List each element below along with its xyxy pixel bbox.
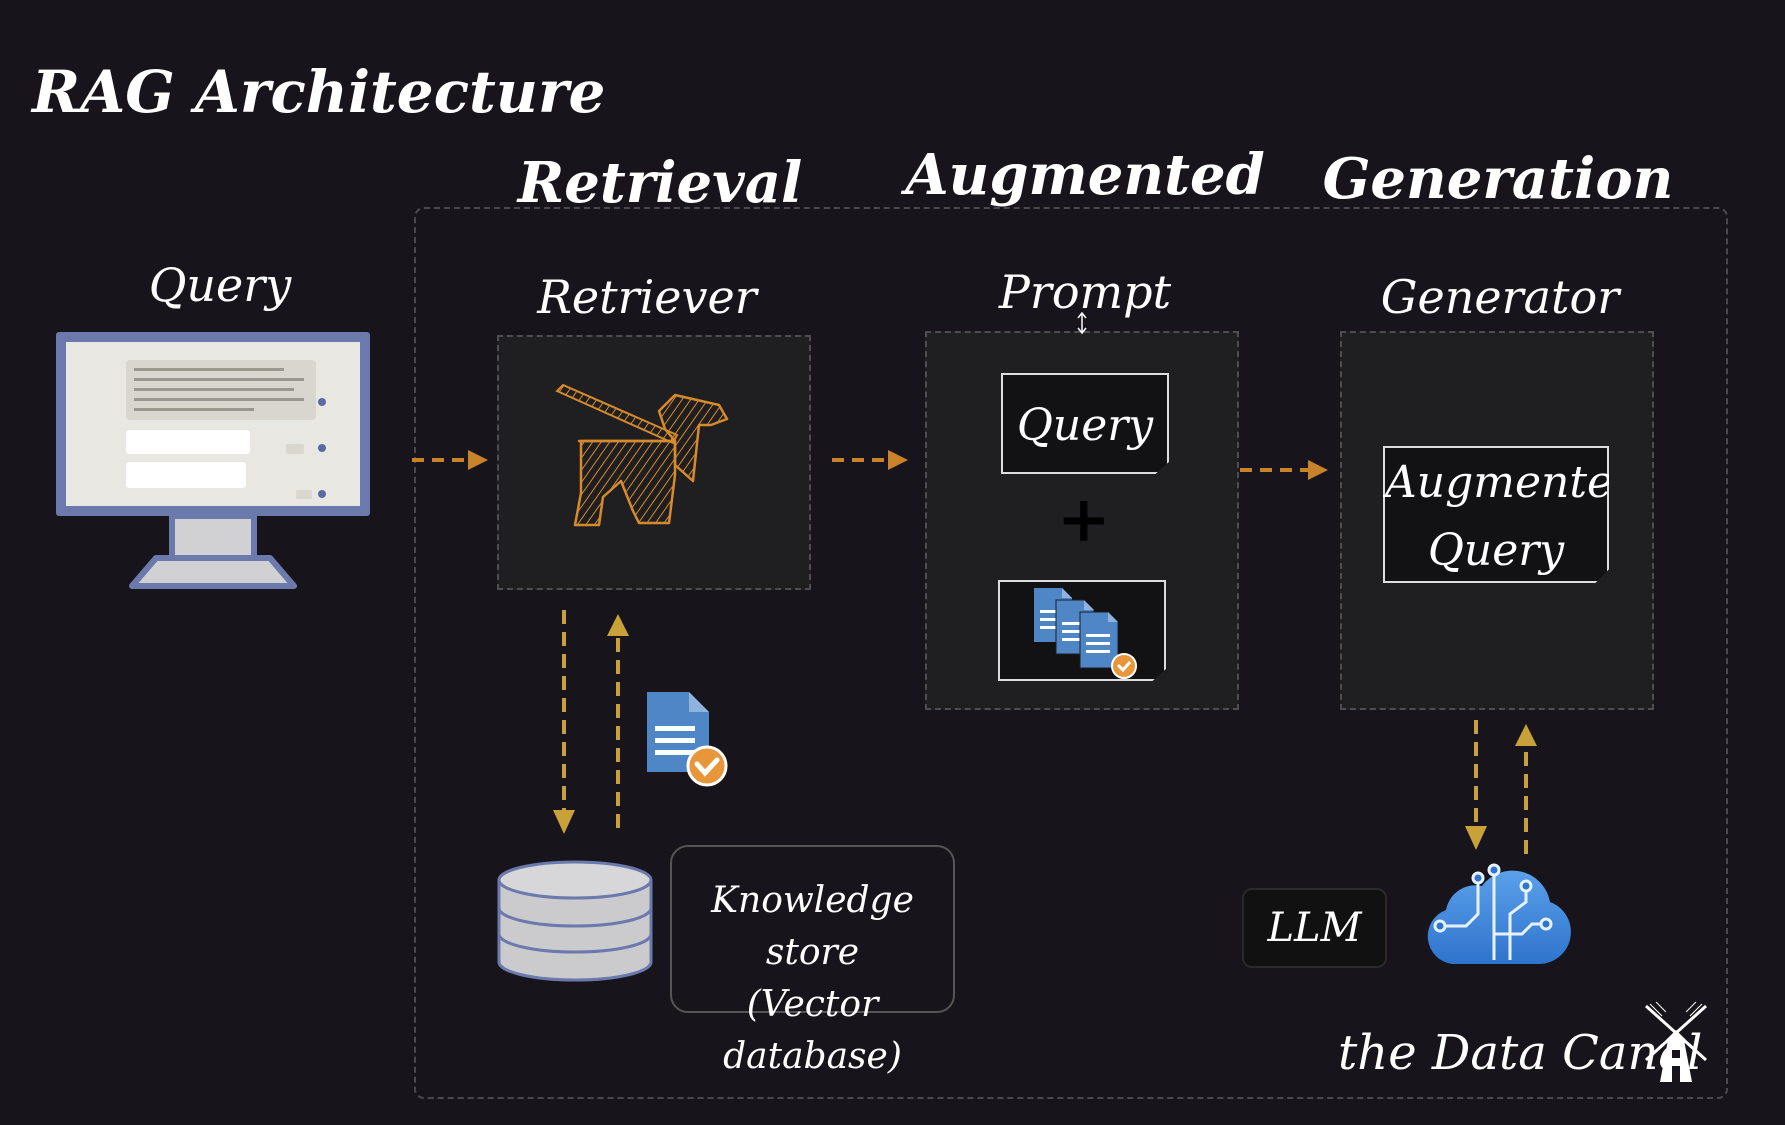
prompt-documents-card	[998, 580, 1166, 681]
arrow-retriever-to-prompt	[832, 450, 908, 470]
augmented-query-card: Augmented Query	[1383, 446, 1609, 583]
prompt-query-text: Query	[1016, 400, 1154, 451]
stage-generation-heading: Generation	[1322, 146, 1674, 212]
page-title: RAG Architecture	[32, 58, 606, 126]
retriever-label: Retriever	[537, 270, 757, 324]
arrow-retriever-to-db	[553, 610, 575, 834]
brand-name: the Data Canal	[1338, 1025, 1703, 1081]
monitor-icon	[56, 332, 370, 589]
database-icon	[497, 860, 653, 982]
arrow-query-to-retriever	[412, 450, 488, 470]
document-check-icon	[647, 692, 728, 787]
stage-augmented-heading: Augmented	[905, 142, 1265, 208]
prompt-link-icon	[1077, 311, 1087, 335]
augmented-line1: Augmented	[1385, 457, 1642, 508]
knowledge-store-line2: (Vector database)	[723, 984, 902, 1077]
windmill-icon	[1644, 1001, 1708, 1082]
augmented-line2: Query	[1427, 525, 1565, 576]
arrow-prompt-to-generator	[1240, 460, 1328, 480]
plus-sign: +	[1057, 482, 1111, 557]
documents-icon	[1034, 588, 1137, 679]
knowledge-store-box: Knowledge store (Vector database)	[670, 845, 955, 1077]
generator-label: Generator	[1380, 270, 1620, 324]
arrow-llm-to-generator	[1515, 724, 1537, 854]
prompt-query-card: Query	[1001, 373, 1169, 474]
query-label: Query	[148, 258, 292, 312]
knowledge-store-line1: Knowledge store	[711, 880, 914, 973]
llm-label: LLM	[1267, 905, 1362, 951]
stage-retrieval-heading: Retrieval	[517, 150, 803, 216]
llm-box: LLM	[1242, 888, 1387, 968]
rag-pipeline-container	[414, 207, 1728, 1099]
arrow-db-to-retriever	[607, 614, 629, 828]
prompt-label: Prompt	[998, 265, 1172, 319]
arrow-generator-to-llm	[1465, 720, 1487, 850]
retriever-dog-icon	[555, 383, 729, 527]
cloud-circuit-icon	[1427, 863, 1571, 964]
